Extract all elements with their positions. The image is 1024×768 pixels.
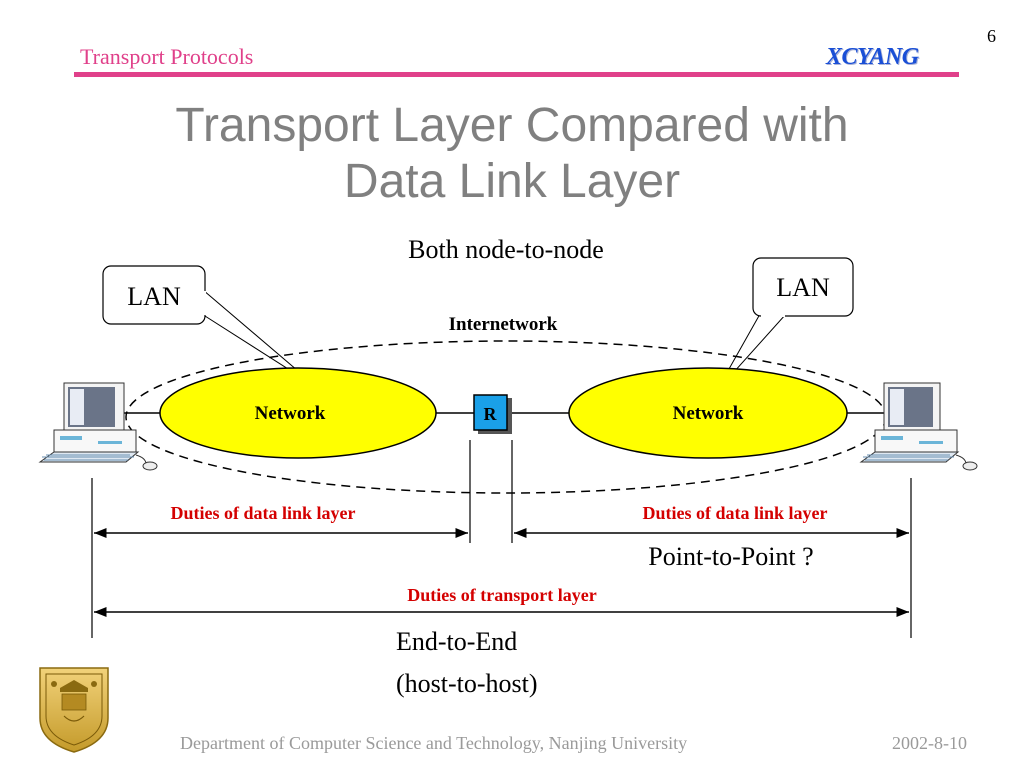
header-title: Transport Protocols xyxy=(80,44,254,69)
lan-callout-left: LAN xyxy=(102,265,319,389)
network-left xyxy=(159,367,437,459)
header-rule xyxy=(74,72,959,77)
network-right xyxy=(568,367,848,459)
both-node-label: Both node-to-node xyxy=(408,235,604,264)
lan-label-left: LAN xyxy=(127,282,181,311)
host-to-host-label: (host-to-host) xyxy=(396,669,538,698)
network-label-right: Network xyxy=(673,403,744,424)
router: R xyxy=(473,394,512,434)
dl-duties-label-right: Duties of data link layer xyxy=(642,503,827,523)
lan-label-right: LAN xyxy=(776,273,830,302)
university-emblem xyxy=(39,667,109,753)
slide-title-line-2: Data Link Layer xyxy=(343,155,681,208)
transport-duties-label: Duties of transport layer xyxy=(407,585,596,605)
page-number: 6 xyxy=(987,26,996,46)
slide-title-line-1: Transport Layer Compared with xyxy=(175,99,849,152)
internetwork-label: Internetwork xyxy=(449,314,558,335)
network-label-left: Network xyxy=(255,403,326,424)
router-label: R xyxy=(484,404,498,424)
computer-right-icon xyxy=(859,382,978,471)
footer-date: 2002-8-10 xyxy=(892,733,967,753)
slide-title: Transport Layer Compared with Data Link … xyxy=(0,98,1024,210)
footer-institution: Department of Computer Science and Techn… xyxy=(180,733,688,753)
computer-left-icon xyxy=(38,382,158,471)
point-to-point-label: Point-to-Point ? xyxy=(648,542,813,571)
header-author: XCYANG xyxy=(826,44,919,70)
dl-duties-label-left: Duties of data link layer xyxy=(170,503,355,523)
end-to-end-label: End-to-End xyxy=(396,627,517,656)
